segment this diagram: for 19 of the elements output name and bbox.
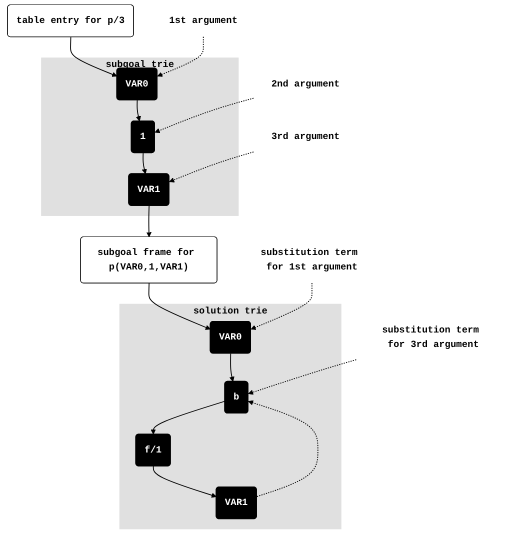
arrow [248,400,318,498]
arrow [150,400,226,435]
node-text: substitution term for 3rd argument [382,324,479,350]
arrow [70,36,118,77]
arrow [152,466,217,498]
node-text: substitution term for 1st argument [260,247,358,272]
arrow [229,353,234,382]
arrow [248,359,357,395]
node-text: 3rd argument [271,131,340,142]
arrow [250,282,312,330]
node-text: 2nd argument [271,78,340,90]
arrow [169,152,254,182]
arrow [146,205,152,238]
arrow [136,100,141,122]
arrow [148,282,211,330]
arrow [157,36,204,77]
node-text: 1st argument [169,15,238,26]
arrow [154,98,254,134]
arrow [142,152,147,174]
